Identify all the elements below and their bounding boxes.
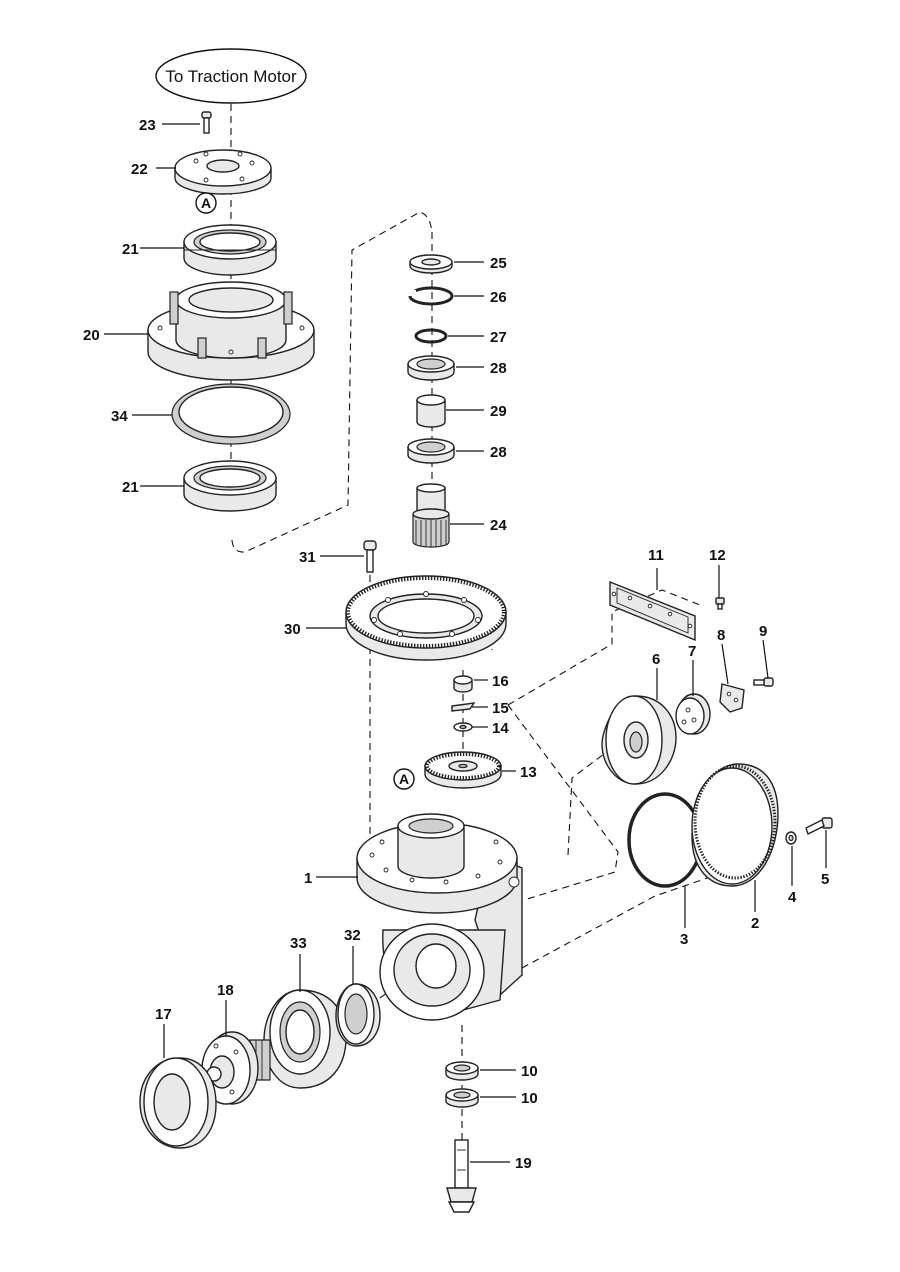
- callout-1: 1: [304, 870, 312, 887]
- callout-18: 18: [217, 982, 234, 999]
- callout-19: 19: [515, 1155, 532, 1172]
- part-24-pinion-shaft: [412, 483, 450, 548]
- callout-25: 25: [490, 255, 507, 272]
- part-28-bearing-lower: [407, 438, 455, 464]
- part-22-flange-plate: [174, 149, 272, 195]
- svg-text:A: A: [201, 195, 211, 211]
- callout-23: 23: [139, 117, 156, 134]
- callout-28-lower: 28: [490, 444, 507, 461]
- part-34-seal-ring: [171, 383, 291, 445]
- callout-4: 4: [788, 889, 797, 906]
- callout-3: 3: [680, 931, 688, 948]
- part-6-hub: [601, 695, 677, 785]
- part-29-spacer: [416, 394, 446, 428]
- part-3-o-ring: [627, 792, 703, 888]
- part-10-bearing-upper: [445, 1061, 479, 1081]
- callout-27: 27: [490, 329, 507, 346]
- part-5-bolt: [805, 817, 833, 835]
- part-8-bracket: [719, 683, 745, 713]
- part-33-seal: [263, 989, 347, 1089]
- callout-29: 29: [490, 403, 507, 420]
- part-7-disc: [675, 693, 711, 735]
- callout-5: 5: [821, 871, 829, 888]
- part-13-gear: [424, 751, 502, 789]
- callout-34: 34: [111, 408, 128, 425]
- callout-9: 9: [759, 623, 767, 640]
- callout-30: 30: [284, 621, 301, 638]
- callout-6: 6: [652, 651, 660, 668]
- callout-10-upper: 10: [521, 1063, 538, 1080]
- callout-16: 16: [492, 673, 509, 690]
- part-21-bearing-upper: [183, 224, 277, 276]
- callout-7: 7: [688, 643, 696, 660]
- callout-8: 8: [717, 627, 725, 644]
- part-28-bearing-upper: [407, 355, 455, 381]
- callout-15: 15: [492, 700, 509, 717]
- part-1-main-housing: [356, 813, 523, 1021]
- part-27-ring: [414, 328, 448, 344]
- callout-14: 14: [492, 720, 509, 737]
- part-16-nut: [453, 675, 473, 693]
- part-21-bearing-lower: [183, 460, 277, 512]
- reference-marker-a-bottom: A: [393, 768, 415, 790]
- part-23-bolt: [201, 111, 212, 134]
- part-12-screw: [715, 597, 725, 610]
- part-9-bolt: [753, 677, 774, 687]
- callout-21-upper: 21: [122, 241, 139, 258]
- part-19-shaft: [446, 1139, 477, 1213]
- callout-31: 31: [299, 549, 316, 566]
- callout-28-upper: 28: [490, 360, 507, 377]
- part-10-bearing-lower: [445, 1088, 479, 1108]
- callout-33: 33: [290, 935, 307, 952]
- part-26-snap-ring: [408, 286, 454, 306]
- part-15-lock-washer: [451, 702, 476, 712]
- part-4-washer: [785, 831, 797, 845]
- callout-22: 22: [131, 161, 148, 178]
- part-32-bearing: [335, 983, 381, 1047]
- reference-marker-a-top: A: [195, 192, 217, 214]
- part-2-cover: [691, 763, 779, 887]
- callout-13: 13: [520, 764, 537, 781]
- to-traction-motor-label: To Traction Motor: [155, 48, 307, 104]
- part-25-washer: [409, 254, 453, 274]
- part-20-housing: [147, 281, 315, 381]
- part-11-gasket: [609, 580, 696, 642]
- part-14-washer: [453, 722, 473, 732]
- svg-text:To Traction Motor: To Traction Motor: [165, 67, 297, 86]
- leader-lines: [104, 123, 827, 1163]
- part-31-bolt: [363, 540, 377, 573]
- callout-32: 32: [344, 927, 361, 944]
- svg-text:A: A: [399, 771, 409, 787]
- callout-11: 11: [648, 547, 664, 564]
- callout-2: 2: [751, 915, 759, 932]
- callout-21-lower: 21: [122, 479, 139, 496]
- callout-20: 20: [83, 327, 100, 344]
- callout-17: 17: [155, 1006, 172, 1023]
- callout-12: 12: [709, 547, 726, 564]
- part-18-coupler: [201, 1031, 271, 1105]
- callout-10-lower: 10: [521, 1090, 538, 1107]
- part-17-ring: [139, 1057, 217, 1149]
- callout-labels: 23 22 21 20 34 21 25 26 27 28 29 28 24 3…: [83, 117, 829, 1172]
- callout-26: 26: [490, 289, 507, 306]
- callout-24: 24: [490, 517, 507, 534]
- part-30-ring-gear: [345, 575, 507, 661]
